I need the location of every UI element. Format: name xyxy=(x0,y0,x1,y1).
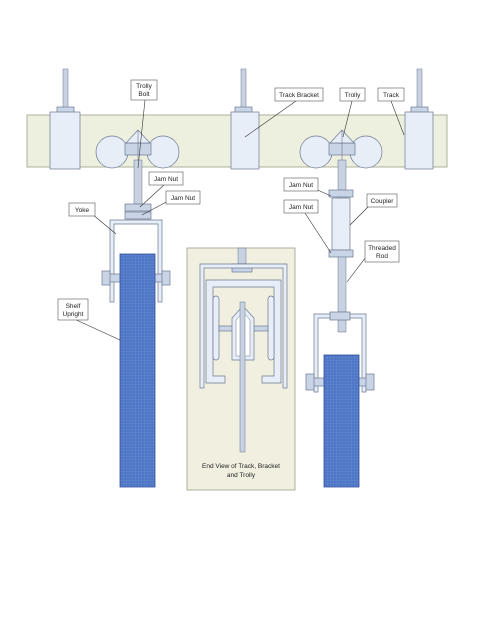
svg-text:Track: Track xyxy=(383,92,400,99)
left-trolley xyxy=(95,129,180,209)
left-shelf-upright xyxy=(119,253,156,488)
svg-text:Upright: Upright xyxy=(63,311,84,318)
track-brackets xyxy=(49,111,434,170)
svg-text:Yoke: Yoke xyxy=(75,207,90,214)
label-track-bracket: Track Bracket xyxy=(274,87,324,102)
svg-text:and Trolly: and Trolly xyxy=(227,472,256,479)
svg-text:Bolt: Bolt xyxy=(138,91,149,98)
left-assembly xyxy=(101,203,171,488)
right-assembly xyxy=(305,189,375,488)
svg-text:Track Bracket: Track Bracket xyxy=(279,92,319,99)
svg-text:Coupler: Coupler xyxy=(371,198,395,205)
label-track: Track xyxy=(377,87,405,102)
svg-text:Threaded: Threaded xyxy=(368,245,396,252)
top-bolts xyxy=(56,68,429,115)
label-jam-nut-right-top: Jam Nut xyxy=(283,177,319,192)
label-jam-nut-left-bottom: Jam Nut xyxy=(165,190,201,205)
label-trolly: Trolly xyxy=(339,87,366,102)
right-shelf-upright xyxy=(323,354,360,488)
svg-text:Shelf: Shelf xyxy=(66,303,81,310)
svg-text:Trolly: Trolly xyxy=(136,83,152,90)
label-jam-nut-left-top: Jam Nut xyxy=(148,171,184,186)
label-trolly-bolt: Trolly Bolt xyxy=(130,79,158,101)
svg-text:Jam Nut: Jam Nut xyxy=(289,182,313,189)
label-end-view: End View of Track, Bracket and Trolly xyxy=(202,463,280,479)
svg-text:Jam Nut: Jam Nut xyxy=(154,176,178,183)
label-yoke: Yoke xyxy=(68,202,96,217)
svg-text:Jam Nut: Jam Nut xyxy=(171,195,195,202)
label-coupler: Coupler xyxy=(366,193,398,208)
svg-text:Trolly: Trolly xyxy=(345,92,361,99)
label-shelf-upright: Shelf Upright xyxy=(57,298,89,321)
label-threaded-rod: Threaded Rod xyxy=(364,240,400,263)
svg-text:End View of Track, Bracket: End View of Track, Bracket xyxy=(202,463,280,470)
end-view-panel xyxy=(186,247,296,491)
svg-text:Rod: Rod xyxy=(376,253,388,260)
svg-text:Jam Nut: Jam Nut xyxy=(289,204,313,211)
label-jam-nut-right-bottom: Jam Nut xyxy=(283,199,319,214)
